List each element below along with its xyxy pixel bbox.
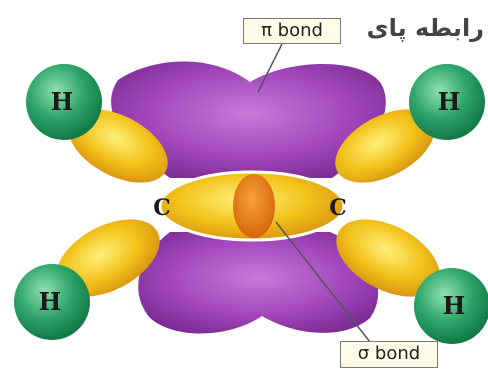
hydrogen-label-top-right: H (438, 87, 461, 116)
hydrogen-sphere-top-left (26, 64, 102, 140)
hydrogen-sphere-bottom-left (14, 264, 90, 340)
pi-pointer-line (257, 43, 283, 93)
hydrogen-sphere-top-right (409, 64, 485, 140)
pi-lobe-upper (111, 61, 386, 178)
hydrogen-label-bottom-left: H (39, 287, 62, 316)
sigma-bond-label: σ bond (340, 341, 438, 368)
carbon-label-right: C (329, 195, 347, 221)
sigma-overlap-region (233, 174, 275, 238)
carbon-label-left: C (153, 195, 171, 221)
persian-caption: رابطه پای (366, 14, 484, 42)
hydrogen-label-bottom-right: H (443, 291, 466, 320)
pi-lobe-lower (138, 232, 379, 334)
sp2-lobe-upper-left (68, 109, 168, 183)
pi-bond-label: π bond (243, 18, 341, 44)
sp2-lobe-lower-left (56, 219, 160, 297)
sigma-pointer-line (275, 221, 371, 343)
hydrogen-sphere-bottom-right (414, 268, 488, 344)
sp2-lobe-upper-right (335, 109, 435, 183)
hydrogen-label-top-left: H (51, 87, 74, 116)
sp2-lobe-lower-right (336, 219, 440, 297)
